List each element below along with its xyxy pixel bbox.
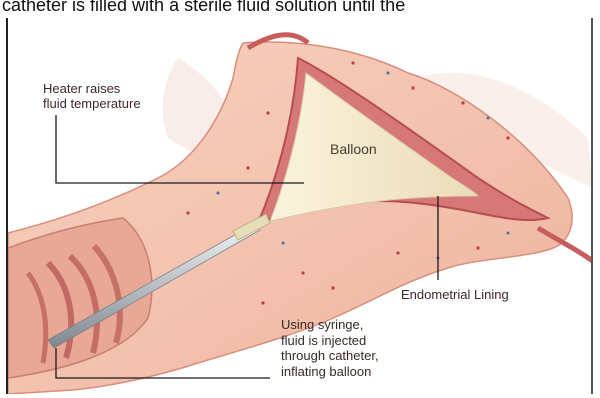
syringe-label-line-4: inflating balloon	[281, 364, 379, 380]
heater-label-line-1: Heater raises	[43, 81, 141, 96]
endometrial-lining-label: Endometrial Lining	[401, 287, 509, 302]
balloon-label: Balloon	[330, 142, 377, 157]
heater-label-line-2: fluid temperature	[43, 96, 141, 111]
syringe-label: Using syringe, fluid is injected through…	[281, 317, 379, 379]
syringe-label-line-1: Using syringe,	[281, 317, 379, 333]
heater-label: Heater raises fluid temperature	[43, 81, 141, 111]
syringe-label-line-2: fluid is injected	[281, 333, 379, 349]
syringe-label-line-3: through catheter,	[281, 348, 379, 364]
caption-text: catheter is filled with a sterile fluid …	[0, 0, 600, 16]
illustration-frame: Heater raises fluid temperature Balloon …	[6, 18, 593, 394]
